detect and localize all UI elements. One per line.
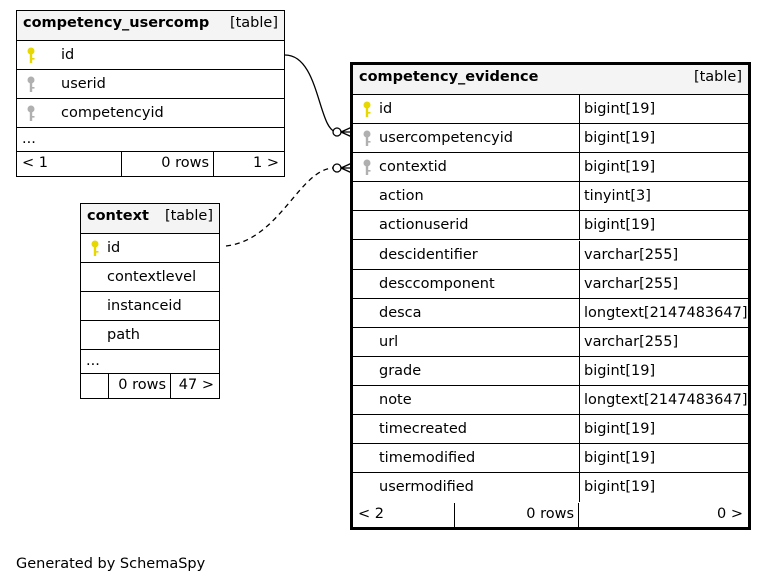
table-type: [table] [229,15,278,31]
table-header: context [table] [81,204,219,234]
footer-next[interactable]: 47 > [178,377,214,393]
generated-by-label: Generated by SchemaSpy [16,556,206,572]
more-columns: ... [86,353,100,369]
column-name: usermodified [379,479,474,496]
column-row: note longtext[2147483647] [353,386,748,416]
column-type: longtext[2147483647] [579,298,748,327]
column-row: actionuserid bigint[19] [353,211,748,241]
column-name: path [107,327,140,343]
column-row: competencyid [17,99,284,128]
footer-rows: 0 rows [109,374,171,398]
column-name: timecreated [379,421,467,438]
column-name: id [61,47,75,63]
table-footer: < 1 0 rows 1 > [17,152,284,176]
column-name: instanceid [107,298,182,314]
foreign-key-icon [27,105,35,121]
edge-context-zero-marker [332,163,342,173]
column-type: varchar[255] [579,269,748,298]
foreign-key-icon [363,159,371,176]
table-footer: 0 rows 47 > [81,374,219,398]
column-name: competencyid [61,105,164,121]
table-competency-usercomp[interactable]: competency_usercomp [table] id userid co… [16,10,285,177]
column-row: contextid bigint[19] [353,153,748,183]
table-header: competency_evidence [table] [353,65,748,95]
primary-key-icon [27,47,35,63]
column-row: desca longtext[2147483647] [353,298,748,328]
footer-prev[interactable]: < 2 [353,503,455,527]
primary-key-icon [91,240,99,256]
edge-context-to-evidence [225,167,335,247]
more-columns: ... [22,131,36,147]
column-name: timemodified [379,450,476,467]
column-row: action tinyint[3] [353,182,748,212]
column-name: action [379,188,424,205]
foreign-key-icon [27,76,35,92]
column-row: id bigint[19] [353,95,748,125]
column-name: id [379,101,393,117]
column-name: grade [379,362,422,379]
column-name: actionuserid [379,217,469,234]
column-name: usercompetencyid [379,130,513,147]
column-row: usercompetencyid bigint[19] [353,124,748,154]
column-row: desccomponent varchar[255] [353,269,748,299]
foreign-key-icon [363,130,371,147]
table-type: [table] [693,69,742,85]
column-type: bigint[19] [579,444,748,473]
column-row: contextlevel [81,263,219,292]
column-row: instanceid [81,292,219,321]
column-type: longtext[2147483647] [579,386,748,415]
column-name: url [379,333,399,350]
column-name: note [379,392,412,408]
column-row: timemodified bigint[19] [353,444,748,474]
column-name: id [107,240,121,256]
column-row: id [81,234,219,263]
edge-usercomp-to-evidence [284,54,338,133]
more-columns-row: ... [17,128,284,152]
edge-usercomp-zero-marker [332,127,342,137]
column-type: tinyint[3] [579,182,748,211]
footer-rows: 0 rows [122,152,214,176]
column-type: varchar[255] [579,327,748,356]
table-name: competency_usercomp [23,15,210,31]
column-row: descidentifier varchar[255] [353,240,748,270]
table-header: competency_usercomp [table] [17,11,284,41]
primary-key-icon [363,101,371,117]
column-row: grade bigint[19] [353,356,748,386]
column-row: id [17,41,284,70]
column-row: userid [17,70,284,99]
column-name: userid [61,76,106,92]
column-row: usermodified bigint[19] [353,473,748,503]
table-context[interactable]: context [table] id contextlevel instance… [80,203,220,399]
column-type: varchar[255] [579,240,748,269]
column-name: contextlevel [107,269,197,285]
column-name: desccomponent [379,275,495,292]
column-type: bigint[19] [579,95,748,124]
column-type: bigint[19] [579,415,748,444]
footer-prev[interactable]: < 1 [17,152,122,176]
column-type: bigint[19] [579,473,748,503]
column-name: descidentifier [379,246,478,263]
column-row: timecreated bigint[19] [353,415,748,445]
footer-next[interactable]: 1 > [253,155,279,171]
footer-prev[interactable] [81,374,109,398]
table-name: competency_evidence [359,69,539,85]
footer-rows: 0 rows [455,503,579,527]
column-row: url varchar[255] [353,327,748,357]
column-type: bigint[19] [579,211,748,240]
table-footer: < 2 0 rows 0 > [353,503,748,527]
table-type: [table] [164,208,213,224]
footer-next[interactable]: 0 > [717,506,743,522]
column-type: bigint[19] [579,124,748,153]
column-name: desca [379,304,422,321]
column-type: bigint[19] [579,356,748,385]
table-name: context [87,208,149,224]
column-name: contextid [379,159,447,176]
table-competency-evidence[interactable]: competency_evidence [table] id bigint[19]… [350,62,751,530]
column-type: bigint[19] [579,153,748,182]
column-row: path [81,321,219,350]
more-columns-row: ... [81,350,219,374]
